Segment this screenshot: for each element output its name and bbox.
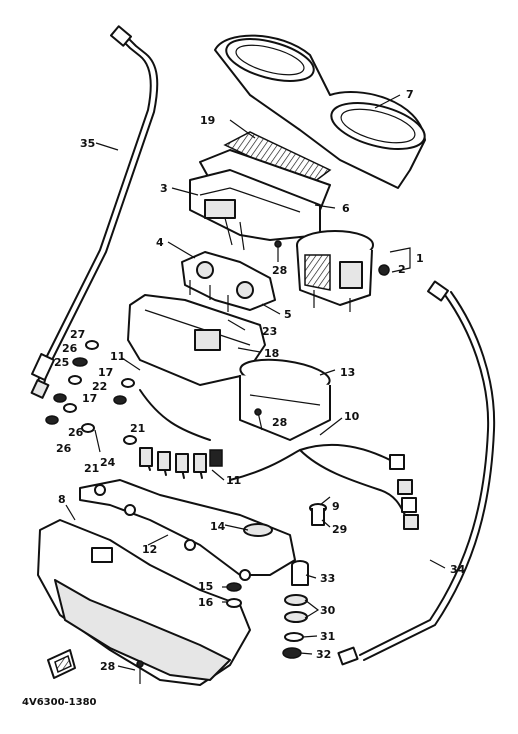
callout-4: 4 — [156, 236, 164, 249]
callout-17: 19 — [200, 114, 215, 127]
diagram-code: 4V6300-1380 — [22, 697, 97, 708]
callout-23: 23 — [262, 325, 277, 338]
callout-21a: 21 — [130, 422, 145, 435]
callout-8: 8 — [58, 493, 66, 506]
front-arrow-icon — [47, 649, 76, 679]
part-tachometer-unit-1 — [296, 230, 390, 312]
callout-28a: 28 — [272, 264, 287, 277]
part-grommet-14 — [243, 523, 273, 537]
callout-15: 15 — [198, 580, 213, 593]
callout-29: 29 — [332, 523, 347, 536]
callout-25: 25 — [54, 356, 69, 369]
part-nut-32 — [282, 647, 302, 659]
part-meter-housing-6 — [189, 169, 321, 251]
part-wire-harness-10 — [229, 443, 419, 530]
callout-1: 1 — [416, 252, 424, 265]
part-bulb-sockets-21 — [139, 389, 223, 479]
part-meter-case-18 — [127, 294, 266, 386]
callout-16: 16 — [198, 596, 214, 609]
part-collar-33 — [291, 560, 309, 586]
part-small-fasteners-left — [45, 340, 137, 453]
callout-27: 27 — [70, 328, 85, 341]
part-screws-28 — [136, 240, 282, 684]
leader-lines — [65, 94, 446, 671]
part-tachometer-cable-34 — [337, 280, 496, 666]
part-washer-16 — [226, 598, 242, 608]
callout-labels: 7 19 6 3 1 2 4 28 5 23 18 13 10 28 9 29 … — [22, 88, 466, 708]
callout-33: 33 — [320, 572, 335, 585]
callout-6: 6 — [342, 202, 350, 215]
part-lower-case-13 — [239, 358, 331, 441]
callout-21b: 21 — [84, 462, 99, 475]
part-bracket-12 — [79, 479, 296, 581]
callout-28c: 28 — [100, 660, 115, 673]
part-meter-base-4 — [181, 251, 276, 312]
part-lower-cover-8 — [37, 519, 251, 686]
callout-11a: 11 — [110, 350, 125, 363]
callout-32: 32 — [316, 648, 331, 661]
callout-9: 9 — [332, 500, 340, 513]
part-bolt-29 — [309, 503, 327, 526]
callout-30: 30 — [320, 604, 336, 617]
callout-26c: 26 — [56, 442, 72, 455]
callout-28b: 28 — [272, 416, 287, 429]
part-damper-30 — [284, 594, 308, 623]
callout-34: 34 — [450, 563, 466, 576]
callout-11b: 11 — [226, 474, 241, 487]
callout-3: 3 — [160, 182, 168, 195]
callout-7: 7 — [406, 88, 414, 101]
callout-5: 5 — [284, 308, 292, 321]
part-speedometer-cable-35 — [30, 25, 159, 399]
callout-13: 13 — [340, 366, 355, 379]
callout-31: 31 — [320, 630, 335, 643]
callout-10: 10 — [344, 410, 360, 423]
part-washer-31 — [284, 632, 304, 642]
part-meter-cover-7 — [214, 34, 426, 189]
part-nut-15 — [226, 582, 242, 592]
callout-2: 2 — [398, 263, 406, 276]
callout-35: 35 — [80, 137, 95, 150]
callout-20: 17 — [82, 392, 97, 405]
callout-26a: 26 — [62, 342, 78, 355]
callout-14: 14 — [210, 520, 226, 533]
callout-12: 12 — [142, 543, 157, 556]
callout-24: 24 — [100, 456, 116, 469]
callout-18: 18 — [264, 347, 279, 360]
callout-26b: 26 — [68, 426, 84, 439]
callout-19: 17 — [98, 366, 113, 379]
callout-22: 22 — [92, 380, 107, 393]
